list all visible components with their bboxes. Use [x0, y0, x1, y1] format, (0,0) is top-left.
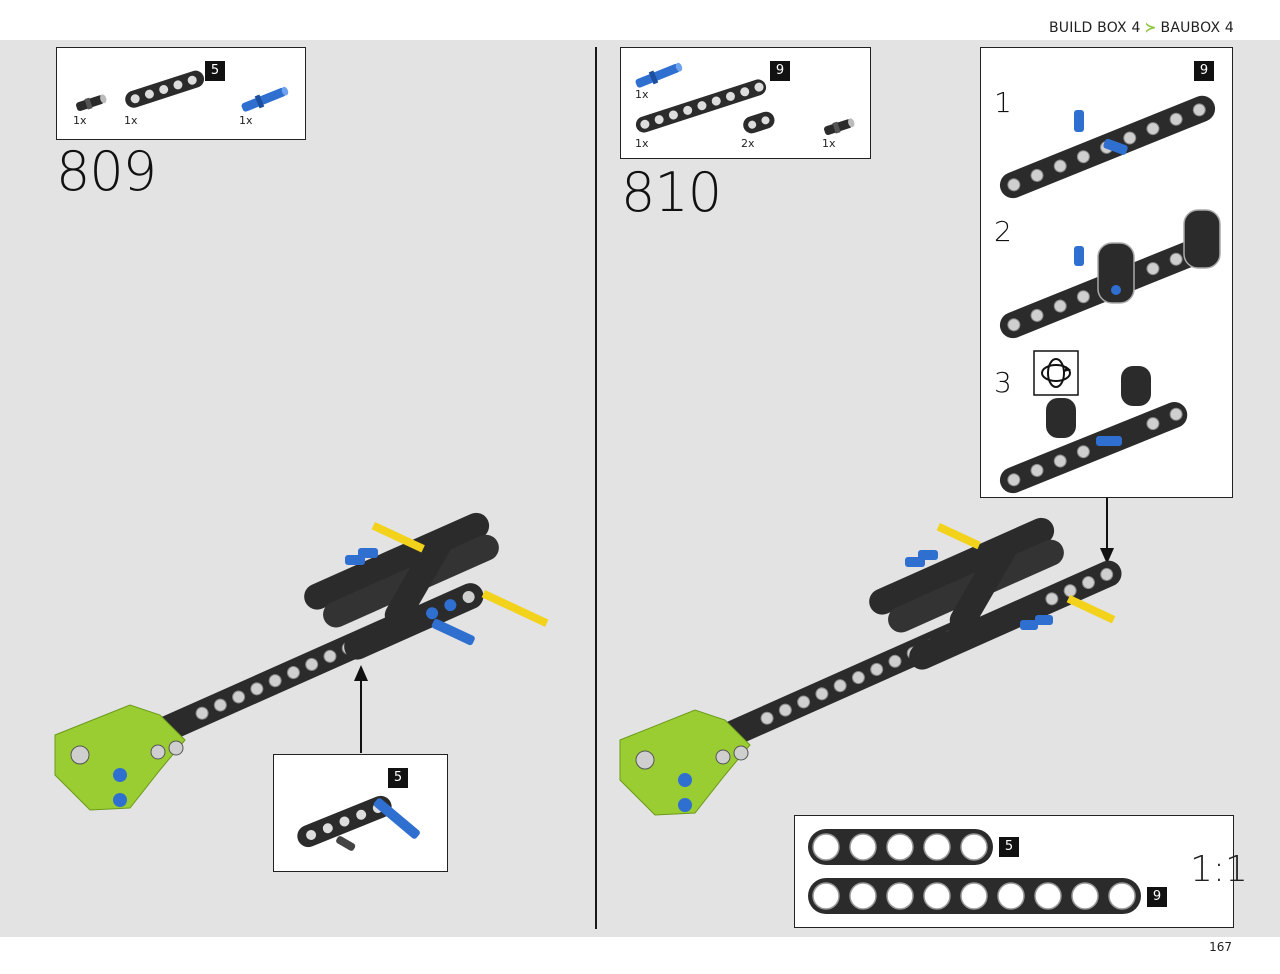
- subassembly-panel-810: 9 1 2 3: [980, 47, 1233, 498]
- ruler-badge-5: 5: [999, 837, 1019, 857]
- separator-icon: ≻: [1144, 20, 1157, 36]
- substep-1-label: 1: [994, 86, 1012, 119]
- scale-label: 1:1: [1190, 849, 1248, 890]
- page-divider: [595, 47, 597, 929]
- qty-809-2: 1x: [124, 114, 138, 127]
- beam-9-icon: [635, 79, 767, 133]
- callout-badge-809: 5: [388, 768, 408, 788]
- callout-beam-icon: [297, 795, 420, 851]
- callout-809: 5: [273, 754, 448, 872]
- parts-list-809: 5 1x 1x 1x: [56, 47, 306, 140]
- blue-axle-pin-icon: [241, 86, 289, 112]
- parts-badge-810: 9: [770, 61, 790, 81]
- page-header: BUILD BOX 4≻BAUBOX 4: [0, 0, 1280, 40]
- beam-5-icon: [125, 70, 205, 108]
- substep-3-label: 3: [994, 366, 1012, 399]
- blue-axle-pin-icon: [635, 62, 683, 88]
- page-number: 167: [1209, 940, 1232, 954]
- qty-809-3: 1x: [239, 114, 253, 127]
- arrow-809: [354, 665, 368, 753]
- arrow-810: [1100, 498, 1114, 564]
- qty-810-4: 1x: [822, 137, 836, 150]
- ruler-badge-9: 9: [1147, 887, 1167, 907]
- substep-2-label: 2: [994, 215, 1012, 248]
- parts-badge-809: 5: [205, 61, 225, 81]
- assembly-810: [619, 517, 1122, 816]
- ruler-beam-9-icon: [808, 878, 1141, 914]
- scale-ruler-box: 5 9 1:1: [794, 815, 1248, 928]
- step-number-809: 809: [56, 140, 157, 203]
- black-pin-icon: [824, 118, 855, 135]
- step-number-810: 810: [621, 161, 722, 224]
- substep-3-beam-icon: [999, 366, 1188, 494]
- qty-810-2: 1x: [635, 137, 649, 150]
- baubox-text: BAUBOX 4: [1160, 20, 1234, 36]
- build-box-label: BUILD BOX 4≻BAUBOX 4: [1049, 20, 1234, 36]
- subassembly-badge-810: 9: [1194, 61, 1214, 81]
- build-box-text: BUILD BOX 4: [1048, 20, 1141, 36]
- parts-list-810: 9 1x 1x 2x 1x: [620, 47, 871, 159]
- connector-icon: [743, 111, 775, 134]
- qty-810-1: 1x: [635, 88, 649, 101]
- substep-1-beam-icon: [999, 95, 1216, 199]
- assembly-809: [54, 512, 549, 811]
- black-pin-icon: [76, 94, 107, 111]
- qty-809-1: 1x: [73, 114, 87, 127]
- ruler-beam-5-icon: [808, 829, 993, 865]
- qty-810-3: 2x: [741, 137, 755, 150]
- substep-2-beam-icon: [999, 209, 1221, 339]
- rotate-icon: [1033, 350, 1079, 396]
